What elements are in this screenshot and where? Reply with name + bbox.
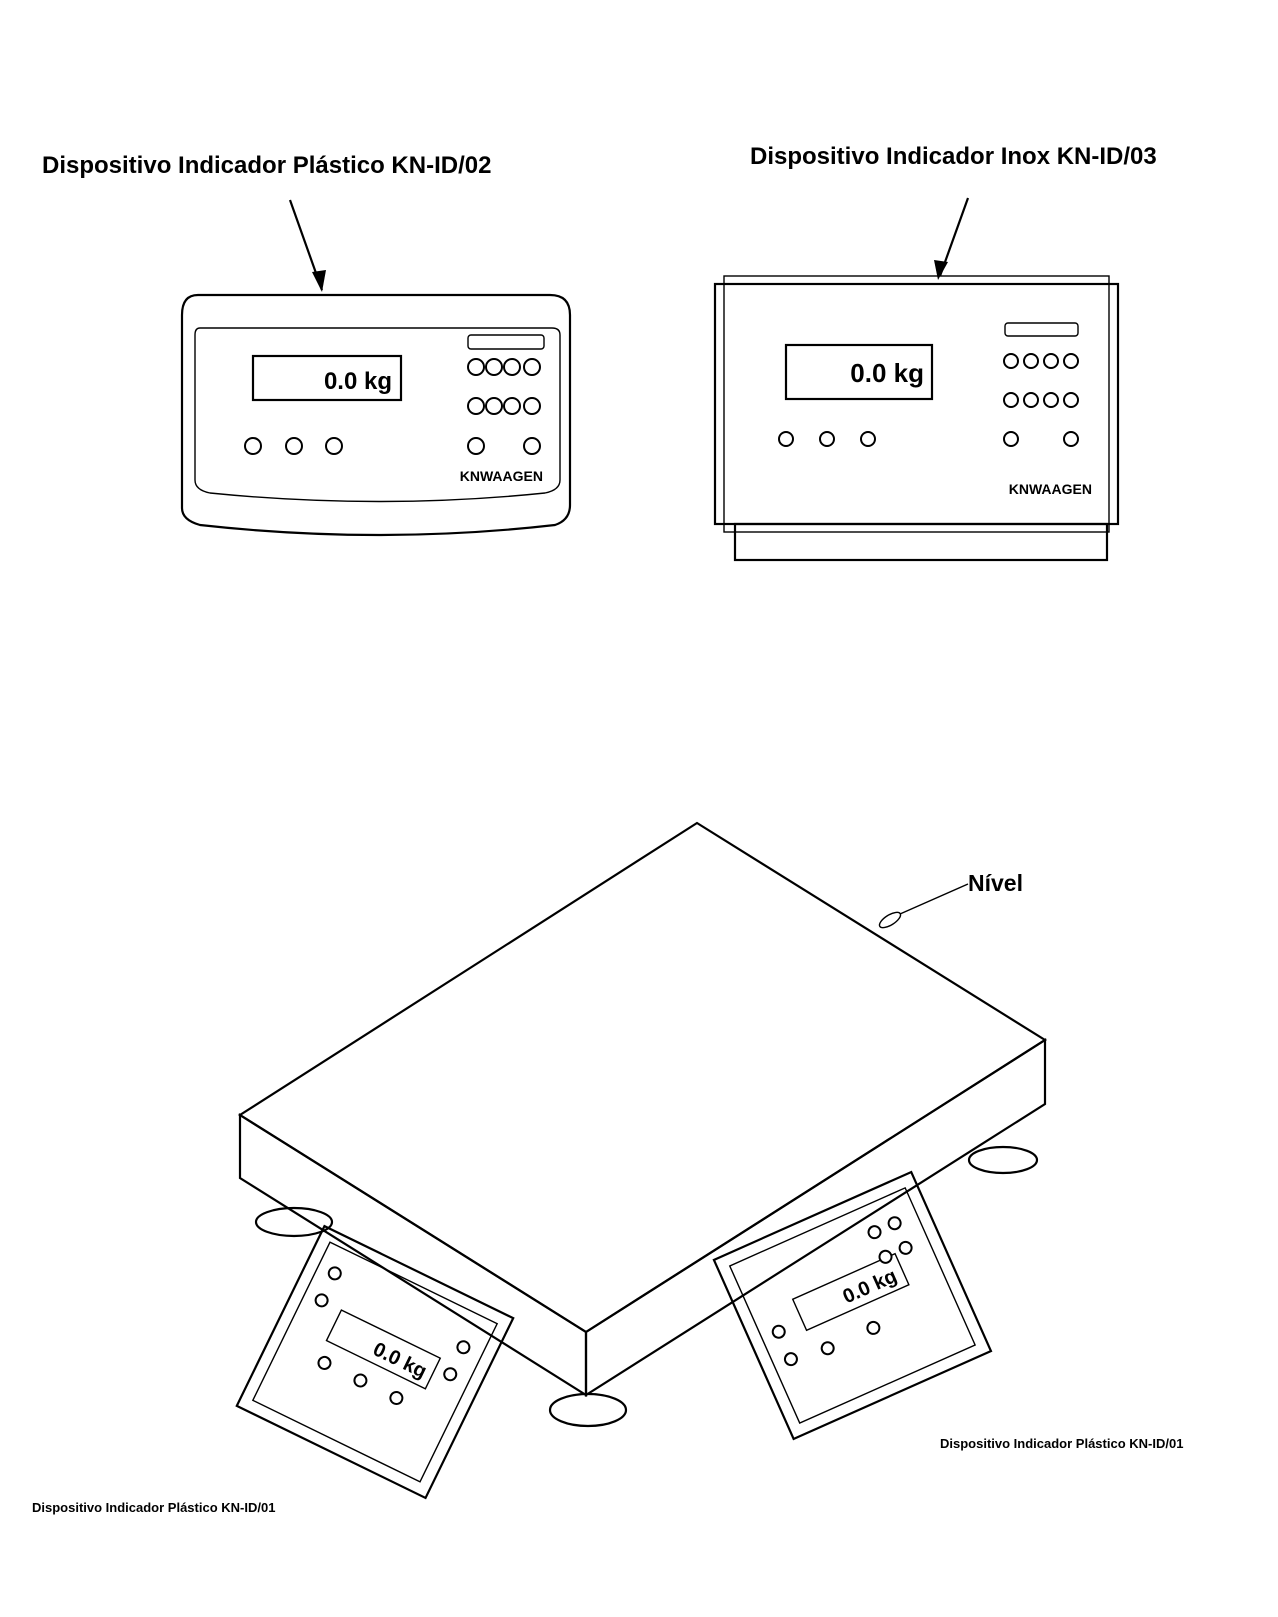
keypad-row1-inox-top xyxy=(1003,353,1079,369)
foot-left xyxy=(254,1206,334,1238)
plastic-indicator-bottom-left: 0.0 kg xyxy=(235,1224,515,1500)
arrow-head-inox-top xyxy=(934,260,948,280)
nivel-leader xyxy=(899,883,969,915)
foot-front xyxy=(548,1392,628,1428)
platform-top xyxy=(237,821,1048,1334)
keypad-bottom-right xyxy=(771,1216,913,1367)
foot-right xyxy=(967,1145,1039,1175)
brand-plastic-top: KNWAAGEN xyxy=(460,468,543,484)
plastic-indicator-top: 0.0 kg KNWAAGEN xyxy=(180,293,572,537)
status-bar-inox-top xyxy=(1004,322,1079,337)
label-plastic-bottom-left: Dispositivo Indicador Plástico KN-ID/01 xyxy=(32,1500,275,1515)
function-keys-plastic-top xyxy=(244,437,343,455)
status-bar-plastic-top xyxy=(467,334,545,350)
platform-scale xyxy=(237,821,1048,1428)
keypad-row3-inox-top xyxy=(1003,431,1079,447)
inox-indicator-top: 0.0 kg KNWAAGEN xyxy=(713,275,1120,562)
keypad-row2-plastic-top xyxy=(467,397,541,415)
keypad-row3-plastic-top xyxy=(467,437,541,455)
display-text-plastic-top: 0.0 kg xyxy=(324,368,392,395)
platform-side-right xyxy=(584,1037,1047,1397)
label-plastic-bottom-right: Dispositivo Indicador Plástico KN-ID/01 xyxy=(940,1436,1183,1451)
display-bottom-right xyxy=(791,1252,910,1332)
label-plastic-top: Dispositivo Indicador Plástico KN-ID/02 xyxy=(42,152,491,179)
level-bubble xyxy=(878,911,902,929)
function-keys-inox-top xyxy=(778,431,876,447)
display-bottom-left xyxy=(325,1309,442,1390)
keypad-row2-inox-top xyxy=(1003,392,1079,408)
display-text-inox-top: 0.0 kg xyxy=(850,358,924,388)
brand-inox-top: KNWAAGEN xyxy=(1009,481,1092,497)
platform-side-left xyxy=(238,1113,588,1397)
keypad-row1-plastic-top xyxy=(467,358,541,376)
label-nivel: Nível xyxy=(968,870,1023,896)
display-inox-top xyxy=(784,343,934,401)
keypad-bottom-left xyxy=(314,1266,471,1406)
label-inox-top: Dispositivo Indicador Inox KN-ID/03 xyxy=(750,143,1157,170)
plastic-indicator-bottom-right: 0.0 kg xyxy=(712,1170,993,1441)
display-plastic-top xyxy=(251,354,403,402)
arrow-head-plastic-top xyxy=(312,270,326,292)
